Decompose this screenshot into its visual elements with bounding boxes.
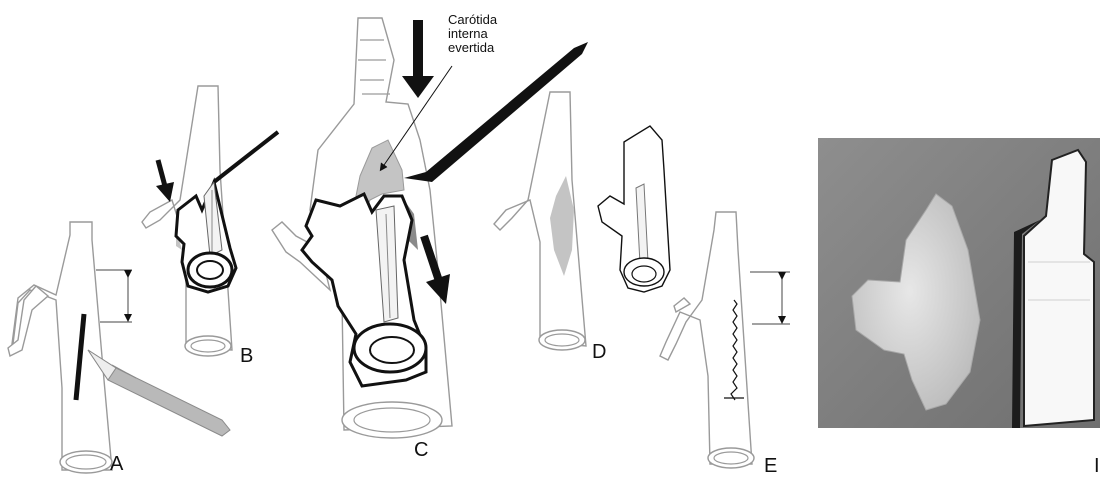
spatula-icon bbox=[214, 132, 278, 182]
carotid-bifurcation-vessel bbox=[12, 222, 112, 470]
panel-letter-f: I bbox=[1094, 455, 1100, 477]
plaque-ring-inner bbox=[197, 261, 223, 279]
plaque-ring-inner bbox=[370, 337, 414, 363]
removed-plaque-specimen bbox=[598, 126, 670, 292]
panel-photo: I bbox=[818, 138, 1100, 477]
annotation-label: Carótida interna evertida bbox=[448, 12, 501, 55]
vessel-lumen bbox=[60, 451, 112, 473]
panel-letter-a: A bbox=[110, 453, 124, 475]
panel-d: D bbox=[494, 92, 670, 363]
panel-letter-e: E bbox=[764, 455, 777, 477]
external-carotid-branch bbox=[674, 298, 690, 312]
arrow-down-icon bbox=[156, 160, 174, 202]
external-carotid-branch bbox=[8, 286, 48, 356]
vessel-lumen bbox=[185, 336, 231, 356]
panel-b: B bbox=[142, 86, 278, 367]
scalpel-icon bbox=[88, 350, 230, 436]
vessel-lumen bbox=[539, 330, 585, 350]
panel-letter-c: C bbox=[414, 439, 428, 461]
arrow-down-icon bbox=[402, 20, 434, 98]
panel-letter-b: B bbox=[240, 345, 253, 367]
panel-e: E bbox=[660, 212, 790, 477]
carotid-bifurcation-vessel bbox=[660, 212, 752, 464]
vessel-lumen bbox=[708, 448, 754, 468]
panel-letter-d: D bbox=[592, 341, 606, 363]
